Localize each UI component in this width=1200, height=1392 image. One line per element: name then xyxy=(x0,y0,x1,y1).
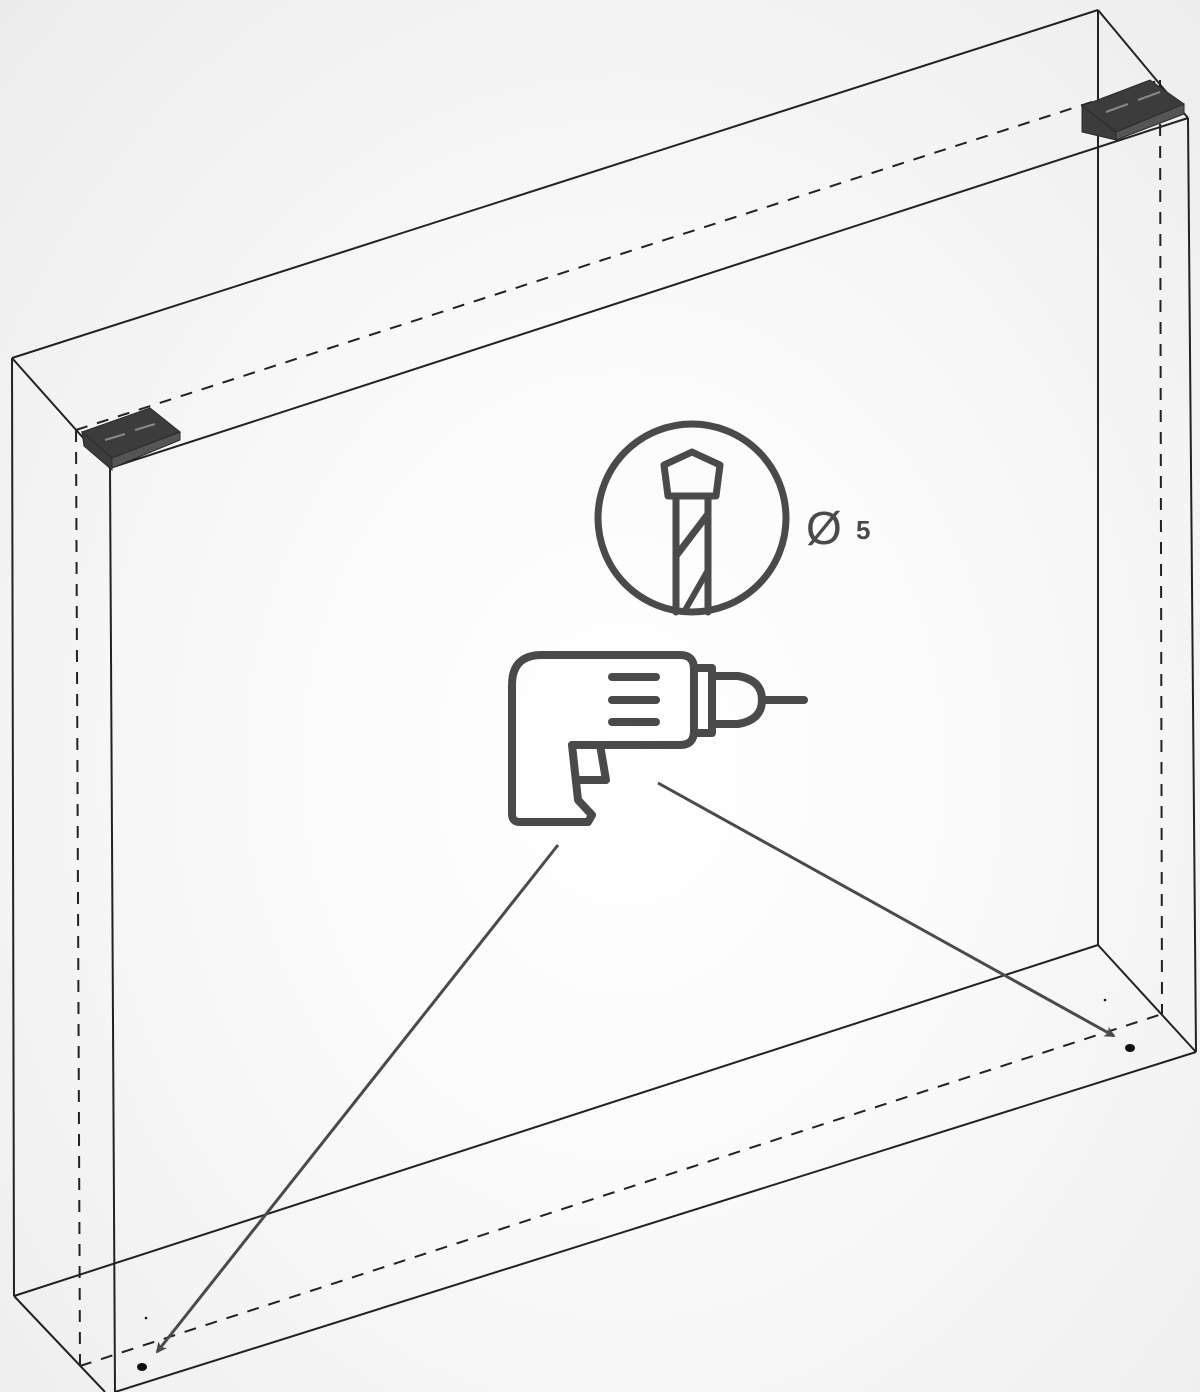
drill-holes xyxy=(137,998,1135,1371)
power-drill-icon xyxy=(508,651,808,826)
arrow-to-right-hole xyxy=(657,781,1116,1038)
diameter-label: Ø 5 xyxy=(806,502,870,554)
diameter-symbol: Ø xyxy=(806,502,842,554)
arrow-to-left-hole xyxy=(155,844,560,1354)
cabinet-outline xyxy=(11,9,1197,1392)
diameter-value: 5 xyxy=(856,515,870,545)
drill-bit-icon xyxy=(594,420,790,616)
bracket-icon xyxy=(1080,79,1186,141)
drill-hole-left xyxy=(137,1363,147,1371)
hidden-edges xyxy=(75,79,1163,1367)
bracket-icon xyxy=(81,407,181,472)
drill-arrows xyxy=(155,781,1116,1354)
drill-hole-right xyxy=(1125,1044,1135,1052)
